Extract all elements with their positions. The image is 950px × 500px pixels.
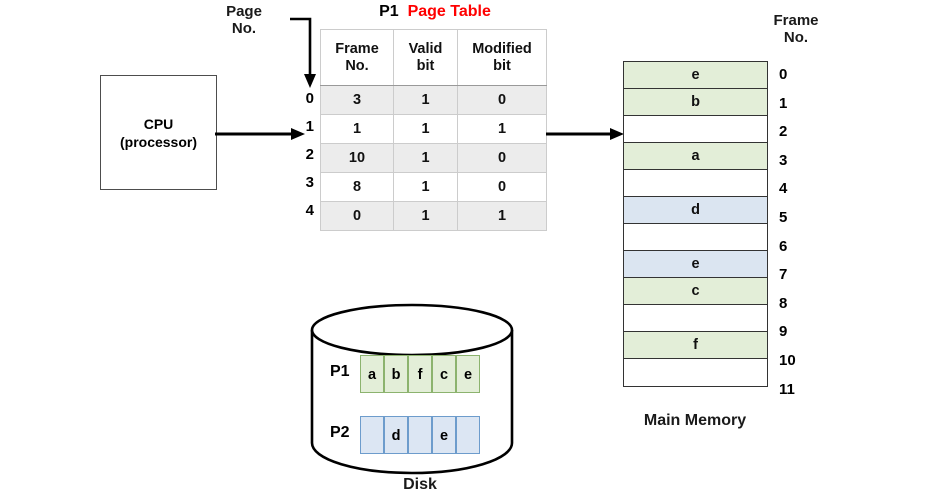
memory-frame: a: [624, 143, 767, 170]
page-number: 4: [305, 202, 314, 219]
main-memory-caption: Main Memory: [643, 412, 747, 429]
cell-modified-bit: 0: [457, 85, 547, 115]
cpu-label-line1: CPU: [143, 115, 174, 132]
frame-number: 10: [779, 351, 796, 369]
page-no-label: Page No.: [226, 3, 262, 37]
arrow-cpu-to-page-table: [215, 128, 305, 140]
cell-valid-bit: 1: [393, 85, 458, 115]
cell-frame-no: 8: [320, 172, 394, 202]
disk-caption: Disk: [403, 476, 437, 493]
frame-number-gutter: 0 1 2 3 4 5 6 7 8 9 10 11: [779, 61, 819, 404]
frame-number: 1: [779, 94, 788, 112]
frame-number: 0: [779, 66, 788, 83]
disk-cell: e: [456, 355, 480, 393]
arrow-page-table-to-memory: [546, 128, 624, 140]
memory-frame: [624, 359, 767, 386]
frame-number: 2: [779, 123, 788, 141]
cell-valid-bit: 1: [393, 143, 458, 173]
disk-cell: a: [360, 355, 384, 393]
cell-frame-no: 3: [320, 85, 394, 115]
frame-number: 7: [779, 266, 788, 284]
memory-frame: f: [624, 332, 767, 359]
disk-cell: e: [432, 416, 456, 454]
memory-frame: [624, 116, 767, 143]
page-number: 2: [305, 146, 314, 163]
frame-number: 5: [779, 208, 788, 226]
frame-number: 6: [779, 237, 788, 255]
memory-frame: c: [624, 278, 767, 305]
page-table-title-process: P1: [379, 3, 399, 20]
cpu-label-line2: (processor): [119, 133, 198, 150]
column-header-frame-no: Frame No.: [320, 29, 394, 86]
memory-frame: [624, 170, 767, 197]
frame-number: 8: [779, 294, 788, 312]
disk-cell: [360, 416, 384, 454]
memory-frame: b: [624, 89, 767, 116]
page-number: 3: [305, 174, 314, 191]
frame-number: 9: [779, 323, 788, 341]
frame-number: 4: [779, 180, 788, 198]
disk-cell: f: [408, 355, 432, 393]
disk-cell: [408, 416, 432, 454]
cell-modified-bit: 0: [457, 172, 547, 202]
cell-valid-bit: 1: [393, 114, 458, 144]
memory-frame: d: [624, 197, 767, 224]
disk-cell: d: [384, 416, 408, 454]
page-table-title: P1 Page Table: [345, 3, 525, 21]
memory-frame: [624, 305, 767, 332]
cell-modified-bit: 0: [457, 143, 547, 173]
cell-modified-bit: 1: [457, 201, 547, 231]
disk-process-label-p2: P2: [330, 424, 350, 441]
cell-modified-bit: 1: [457, 114, 547, 144]
frame-no-label: Frame No.: [773, 12, 819, 46]
frame-number: 11: [779, 380, 795, 398]
page-table-title-text: Page Table: [407, 3, 491, 20]
cell-frame-no: 0: [320, 201, 394, 231]
column-header-modified-bit: Modified bit: [457, 29, 547, 86]
memory-frame: e: [624, 62, 767, 89]
disk-process-label-p1: P1: [330, 363, 350, 380]
cell-frame-no: 1: [320, 114, 394, 144]
cpu-box: CPU (processor): [100, 75, 217, 190]
disk-cell: c: [432, 355, 456, 393]
page-number: 1: [305, 118, 314, 135]
arrow-page-no-pointer: [290, 17, 316, 88]
cell-valid-bit: 1: [393, 201, 458, 231]
frame-number: 3: [779, 151, 788, 169]
page-number-gutter: 0 1 2 3 4: [290, 85, 314, 225]
cell-frame-no: 10: [320, 143, 394, 173]
disk-cell: [456, 416, 480, 454]
disk-cell: b: [384, 355, 408, 393]
page-table-header-row: Frame No. Valid bit Modified bit: [320, 29, 547, 86]
column-header-valid-bit: Valid bit: [393, 29, 458, 86]
page-number: 0: [305, 90, 314, 107]
cell-valid-bit: 1: [393, 172, 458, 202]
memory-frame: e: [624, 251, 767, 278]
memory-frame: [624, 224, 767, 251]
